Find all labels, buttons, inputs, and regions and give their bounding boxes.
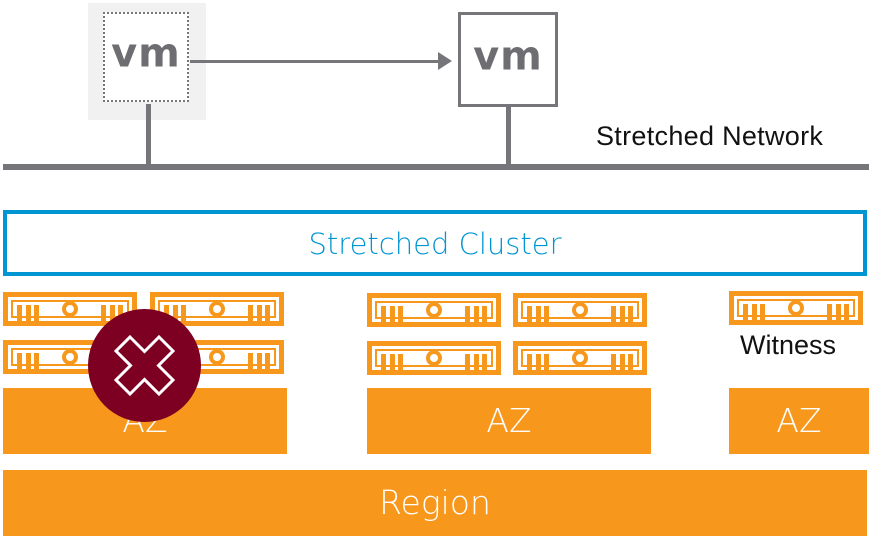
x-cross-glyph xyxy=(113,334,176,397)
vm-destination: vm xyxy=(458,12,558,107)
vm-destination-label: vm xyxy=(473,32,543,79)
server-icon xyxy=(3,292,137,326)
migration-arrow-line xyxy=(190,60,440,63)
az-block-witness: AZ xyxy=(729,388,869,454)
az-label: AZ xyxy=(486,401,532,440)
server-icon xyxy=(513,341,647,375)
stretched-cluster-box: Stretched Cluster xyxy=(3,210,867,276)
stretched-network-label: Stretched Network xyxy=(596,121,824,151)
witness-label: Witness xyxy=(740,330,837,360)
x-circle-icon xyxy=(88,309,201,422)
server-icon xyxy=(513,293,647,327)
server-icon xyxy=(367,293,501,327)
server-icon xyxy=(367,341,501,375)
region-block: Region xyxy=(3,470,867,536)
vm-source-network-link xyxy=(146,104,151,166)
arrow-right-icon xyxy=(438,52,452,70)
vm-destination-network-link xyxy=(506,104,511,166)
az-block-2: AZ xyxy=(367,388,651,454)
vm-source: vm xyxy=(103,12,189,102)
vm-source-label: vm xyxy=(111,30,181,77)
region-label: Region xyxy=(379,483,491,522)
stretched-network-line xyxy=(3,164,869,170)
az-label: AZ xyxy=(776,401,822,440)
stretched-cluster-label: Stretched Cluster xyxy=(308,227,562,261)
witness-server-icon xyxy=(729,291,863,325)
